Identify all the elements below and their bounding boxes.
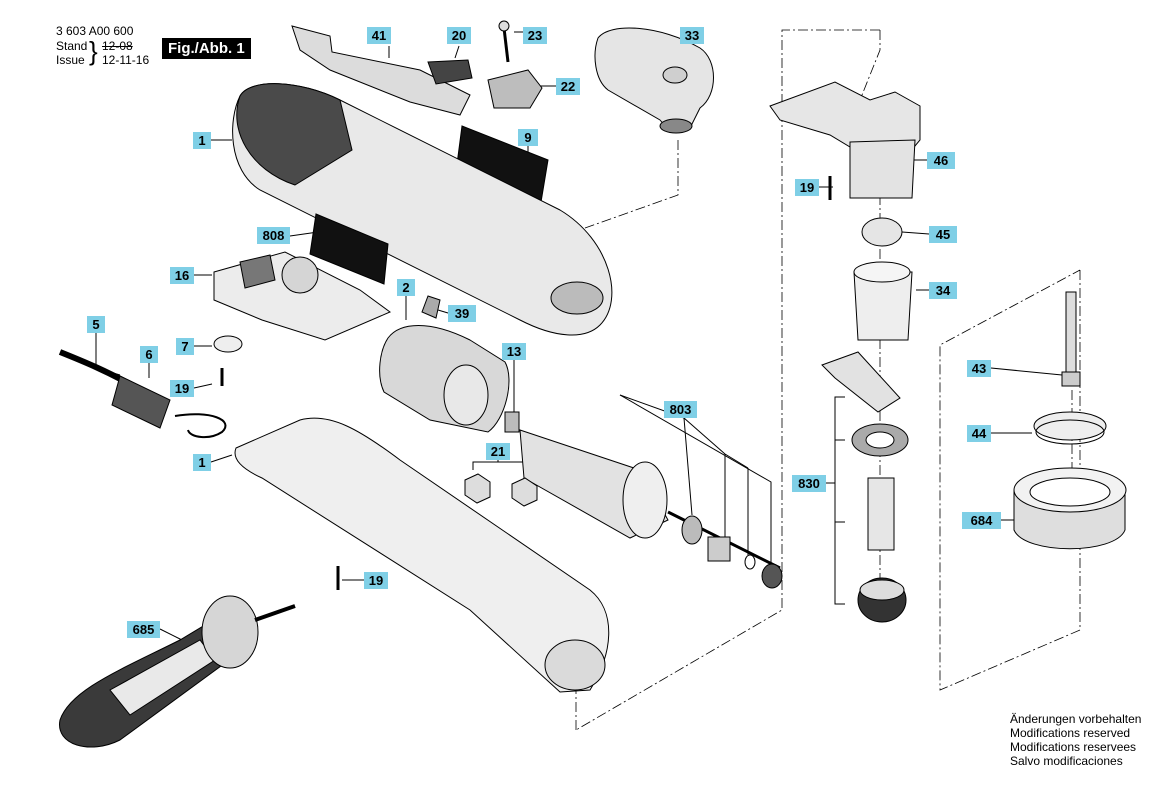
- callout-19-right: 19: [795, 179, 819, 196]
- callout-9: 9: [518, 129, 538, 146]
- callout-45: 45: [929, 226, 957, 243]
- part-number: 3 603 A00 600: [56, 24, 134, 38]
- footer-line-german: Änderungen vorbehalten: [1010, 712, 1142, 726]
- issue-label: Issue: [56, 53, 85, 67]
- callout-830: 830: [792, 475, 826, 492]
- callout-44: 44: [967, 425, 991, 442]
- callout-19-bottom: 19: [364, 572, 388, 589]
- callout-23: 23: [523, 27, 547, 44]
- callout-808: 808: [257, 227, 290, 244]
- callout-13: 13: [502, 343, 526, 360]
- callout-34: 34: [929, 282, 957, 299]
- footer-line-spanish: Salvo modificaciones: [1010, 754, 1123, 768]
- callout-41: 41: [367, 27, 391, 44]
- callout-19-left: 19: [170, 380, 194, 397]
- footer-line-english: Modifications reserved: [1010, 726, 1131, 740]
- callout-7: 7: [176, 338, 194, 355]
- issue-date: 12-11-16: [102, 53, 150, 67]
- callout-20: 20: [447, 27, 471, 44]
- callout-46: 46: [927, 152, 955, 169]
- brace-icon: }: [89, 36, 98, 66]
- callout-684: 684: [962, 512, 1001, 529]
- callout-1-top-housing: 1: [193, 132, 211, 149]
- callout-5: 5: [87, 316, 105, 333]
- callout-685: 685: [127, 621, 160, 638]
- callout-43: 43: [967, 360, 991, 377]
- stand-date: 12-08: [102, 39, 133, 53]
- callout-16: 16: [170, 267, 194, 284]
- callout-39: 39: [448, 305, 476, 322]
- callout-33: 33: [680, 27, 704, 44]
- callout-1-bottom-housing: 1: [193, 454, 211, 471]
- callout-22: 22: [556, 78, 580, 95]
- footer-line-french: Modifications reservees: [1010, 740, 1137, 754]
- figure-label: Fig./Abb. 1: [162, 38, 251, 59]
- callout-21: 21: [486, 443, 510, 460]
- stand-label: Stand: [56, 39, 88, 53]
- callout-2: 2: [397, 279, 415, 296]
- callout-803: 803: [664, 401, 697, 418]
- modifications-note: Änderungen vorbehalten Modifications res…: [1010, 712, 1141, 768]
- callout-6: 6: [140, 346, 158, 363]
